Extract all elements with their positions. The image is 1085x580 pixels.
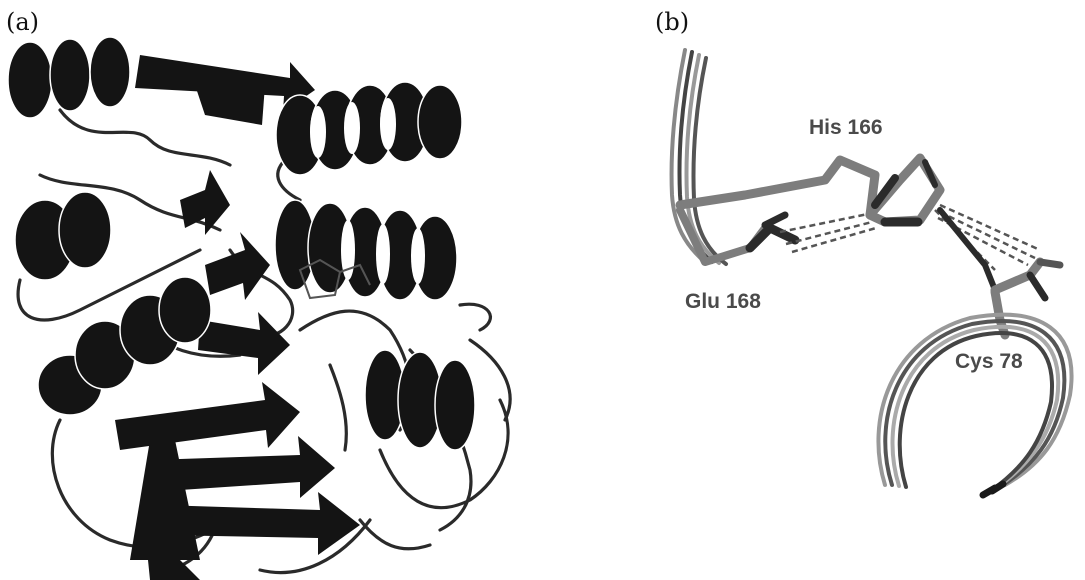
glu-backbone-strands — [672, 50, 726, 264]
residue-label-cys-78: Cys 78 — [955, 350, 1023, 374]
active-site-view — [600, 0, 1085, 580]
cys-backbone-strands — [878, 315, 1071, 495]
his-166-sticks — [680, 158, 940, 222]
panel-b: (b) — [600, 0, 1085, 580]
hydrogen-bonds — [780, 205, 1040, 270]
panel-a: (a) — [0, 0, 560, 580]
residue-label-his-166: His 166 — [809, 116, 883, 140]
residue-label-glu-168: Glu 168 — [685, 290, 761, 314]
protein-cartoon — [0, 0, 560, 580]
